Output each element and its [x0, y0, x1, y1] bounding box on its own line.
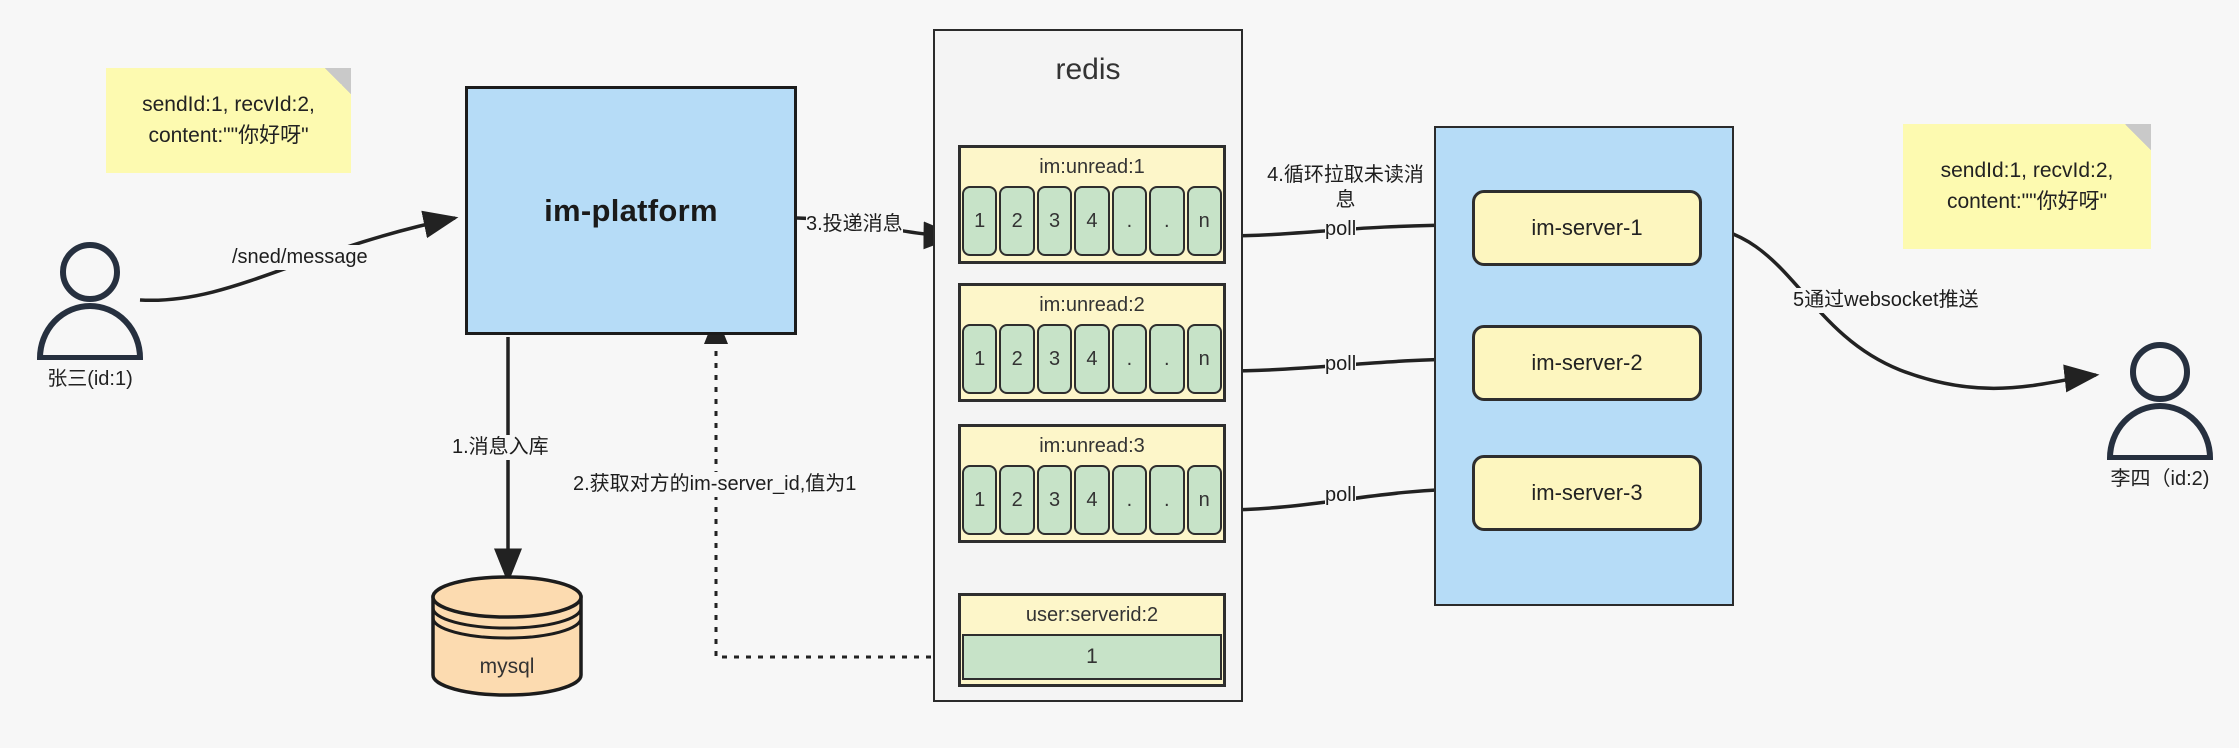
redis-cell: 3	[1036, 465, 1073, 535]
redis-cell: n	[1186, 324, 1222, 394]
im-platform-box[interactable]: im-platform	[465, 86, 797, 335]
im-server-2-box[interactable]: im-server-2	[1472, 325, 1702, 401]
redis-cells-3: 1 2 3 4 . . n	[961, 465, 1223, 536]
redis-key-3: im:unread:3	[961, 427, 1223, 465]
redis-cell: .	[1111, 324, 1148, 394]
note-fold-icon	[2125, 124, 2151, 150]
im-server-1-box[interactable]: im-server-1	[1472, 190, 1702, 266]
redis-value-userserverid: 1	[962, 634, 1222, 680]
redis-cells-2: 1 2 3 4 . . n	[961, 324, 1223, 395]
redis-cell: .	[1149, 465, 1185, 535]
redis-group-3[interactable]: im:unread:3 1 2 3 4 . . n	[958, 424, 1226, 543]
edge-label-step5: 5通过websocket推送	[1793, 288, 1979, 313]
receiver-caption: 李四（id:2)	[2110, 468, 2210, 490]
im-platform-label: im-platform	[544, 192, 718, 228]
edge-label-send-message: /sned/message	[232, 245, 368, 270]
redis-cell: 4	[1074, 324, 1110, 394]
redis-key-2: im:unread:2	[961, 286, 1223, 324]
redis-cell: 2	[999, 324, 1035, 394]
redis-cell: n	[1186, 465, 1222, 535]
edge-label-poll-3: poll	[1325, 483, 1357, 508]
im-server-3-box[interactable]: im-server-3	[1472, 455, 1702, 531]
note-fold-icon	[325, 68, 351, 94]
edge-label-step4: 4.循环拉取未读消 息	[1258, 163, 1433, 213]
redis-cell: .	[1111, 465, 1148, 535]
redis-cell: 1	[962, 324, 998, 394]
redis-group-1[interactable]: im:unread:1 1 2 3 4 . . n	[958, 145, 1226, 264]
redis-cells-1: 1 2 3 4 . . n	[961, 186, 1223, 257]
mysql-cylinder-icon	[431, 575, 583, 697]
edge-label-step2: 2.获取对方的im-server_id,值为1	[573, 472, 857, 497]
redis-cell: 3	[1036, 324, 1073, 394]
redis-cell: .	[1149, 324, 1185, 394]
note-left-text: sendId:1, recvId:2, content:""你好呀"	[142, 93, 315, 147]
redis-group-2[interactable]: im:unread:2 1 2 3 4 . . n	[958, 283, 1226, 402]
receiver-actor-icon	[2106, 342, 2214, 460]
note-right-text: sendId:1, recvId:2, content:""你好呀"	[1940, 159, 2114, 213]
redis-cell: .	[1111, 186, 1148, 256]
edge-label-poll-2: poll	[1325, 352, 1357, 377]
im-server-3-label: im-server-3	[1531, 480, 1643, 505]
im-server-2-label: im-server-2	[1531, 350, 1643, 375]
redis-key-userserverid: user:serverid:2	[961, 596, 1223, 634]
redis-cell: n	[1186, 186, 1222, 256]
redis-cell: 1	[962, 186, 998, 256]
sender-actor-icon	[36, 242, 144, 360]
redis-title: redis	[1055, 53, 1121, 86]
redis-cell: 4	[1074, 465, 1110, 535]
sticky-note-left: sendId:1, recvId:2, content:""你好呀"	[106, 68, 351, 173]
redis-cell: 2	[999, 465, 1035, 535]
edge-label-step3: 3.投递消息	[806, 212, 903, 237]
sender-caption: 张三(id:1)	[47, 368, 133, 390]
mysql-label: mysql	[479, 655, 535, 678]
redis-cell: .	[1149, 186, 1185, 256]
redis-key-1: im:unread:1	[961, 148, 1223, 186]
redis-cell: 1	[962, 465, 998, 535]
edge-label-poll-1: poll	[1325, 217, 1357, 242]
im-server-1-label: im-server-1	[1531, 215, 1643, 240]
redis-cell: 4	[1074, 186, 1110, 256]
redis-group-userserverid[interactable]: user:serverid:2 1	[958, 593, 1226, 687]
redis-cell: 2	[999, 186, 1035, 256]
sticky-note-right: sendId:1, recvId:2, content:""你好呀"	[1903, 124, 2151, 249]
edge-label-step1: 1.消息入库	[452, 435, 549, 460]
redis-cell: 3	[1036, 186, 1073, 256]
